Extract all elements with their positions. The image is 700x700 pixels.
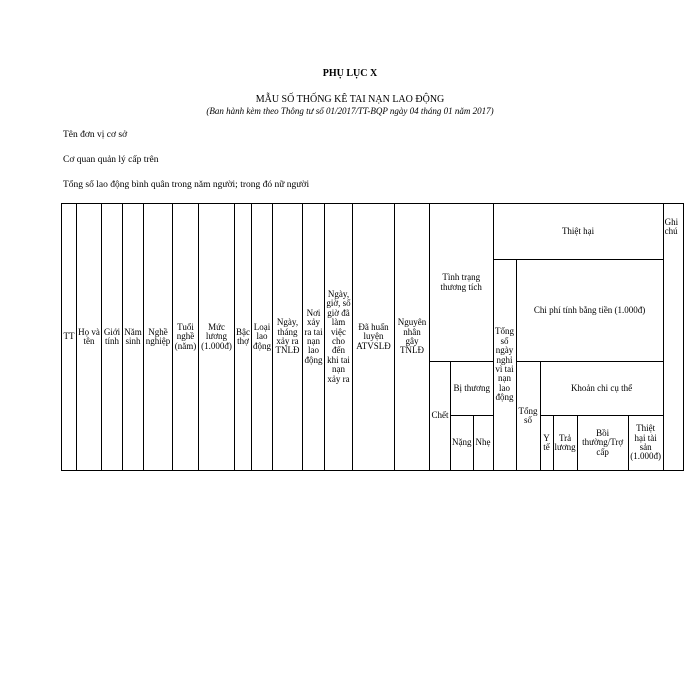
header-notes: Ghi chú: [662, 203, 684, 471]
header-compensation: Bồi thường/Trợ cấp: [576, 415, 629, 471]
header-gender: Giới tính: [101, 203, 123, 471]
header-property-damage: Thiệt hại tài sản (1.000đ): [627, 415, 664, 471]
header-injured: Bị thương: [450, 361, 494, 416]
header-safety-training: Đã huấn luyện ATVSLĐ: [352, 203, 395, 471]
header-injury-status: Tình trạng thương tích: [429, 203, 494, 362]
header-cost-in-money: Chi phí tính bằng tiền (1.000đ): [515, 259, 664, 362]
parent-agency-line: Cơ quan quản lý cấp trên: [63, 155, 159, 165]
header-work-hours: Ngày, giờ, số giờ đã làm việc cho đến kh…: [324, 203, 353, 471]
header-severe: Nặng: [450, 415, 474, 471]
header-accident-date: Ngày, tháng xảy ra TNLĐ: [272, 203, 303, 471]
form-title: MẪU SỐ THỐNG KÊ TAI NẠN LAO ĐỘNG: [255, 94, 445, 105]
header-accident-place: Nơi xảy ra tai nạn lao động: [302, 203, 325, 471]
header-occupation: Nghề nghiệp: [143, 203, 173, 471]
header-total: Tổng số: [515, 361, 541, 471]
header-birth-year: Năm sinh: [122, 203, 144, 471]
header-medical: Y tế: [539, 415, 554, 471]
header-cost-items: Khoản chi cụ thể: [539, 361, 664, 416]
header-salary: Mức lương (1.000đ): [198, 203, 235, 471]
header-full-name: Họ và tên: [76, 203, 102, 471]
total-workers-line: Tổng số lao động bình quân trong năm ngư…: [63, 180, 310, 190]
header-wages: Trả lương: [552, 415, 578, 471]
header-labor-type: Loại lao động: [251, 203, 273, 471]
header-cause: Nguyên nhân gây TNLĐ: [394, 203, 430, 471]
header-grade: Bậc thợ: [234, 203, 252, 471]
header-tt: TT: [61, 203, 77, 471]
header-damage: Thiệt hại: [492, 203, 664, 260]
unit-name-line: Tên đơn vị cơ sở: [63, 130, 128, 140]
header-dead: Chết: [429, 361, 451, 471]
form-subtitle: (Ban hành kèm theo Thông tư số 01/2017/T…: [206, 106, 494, 116]
appendix-title: PHỤ LỤC X: [322, 68, 378, 79]
header-job-tenure: Tuổi nghề (năm): [172, 203, 199, 471]
header-days-off: Tổng số ngày nghỉ vì tai nạn lao động: [492, 259, 517, 471]
accident-statistics-table: TT Họ và tên Giới tính Năm sinh Nghề ngh…: [61, 203, 684, 471]
header-light: Nhẹ: [472, 415, 494, 471]
